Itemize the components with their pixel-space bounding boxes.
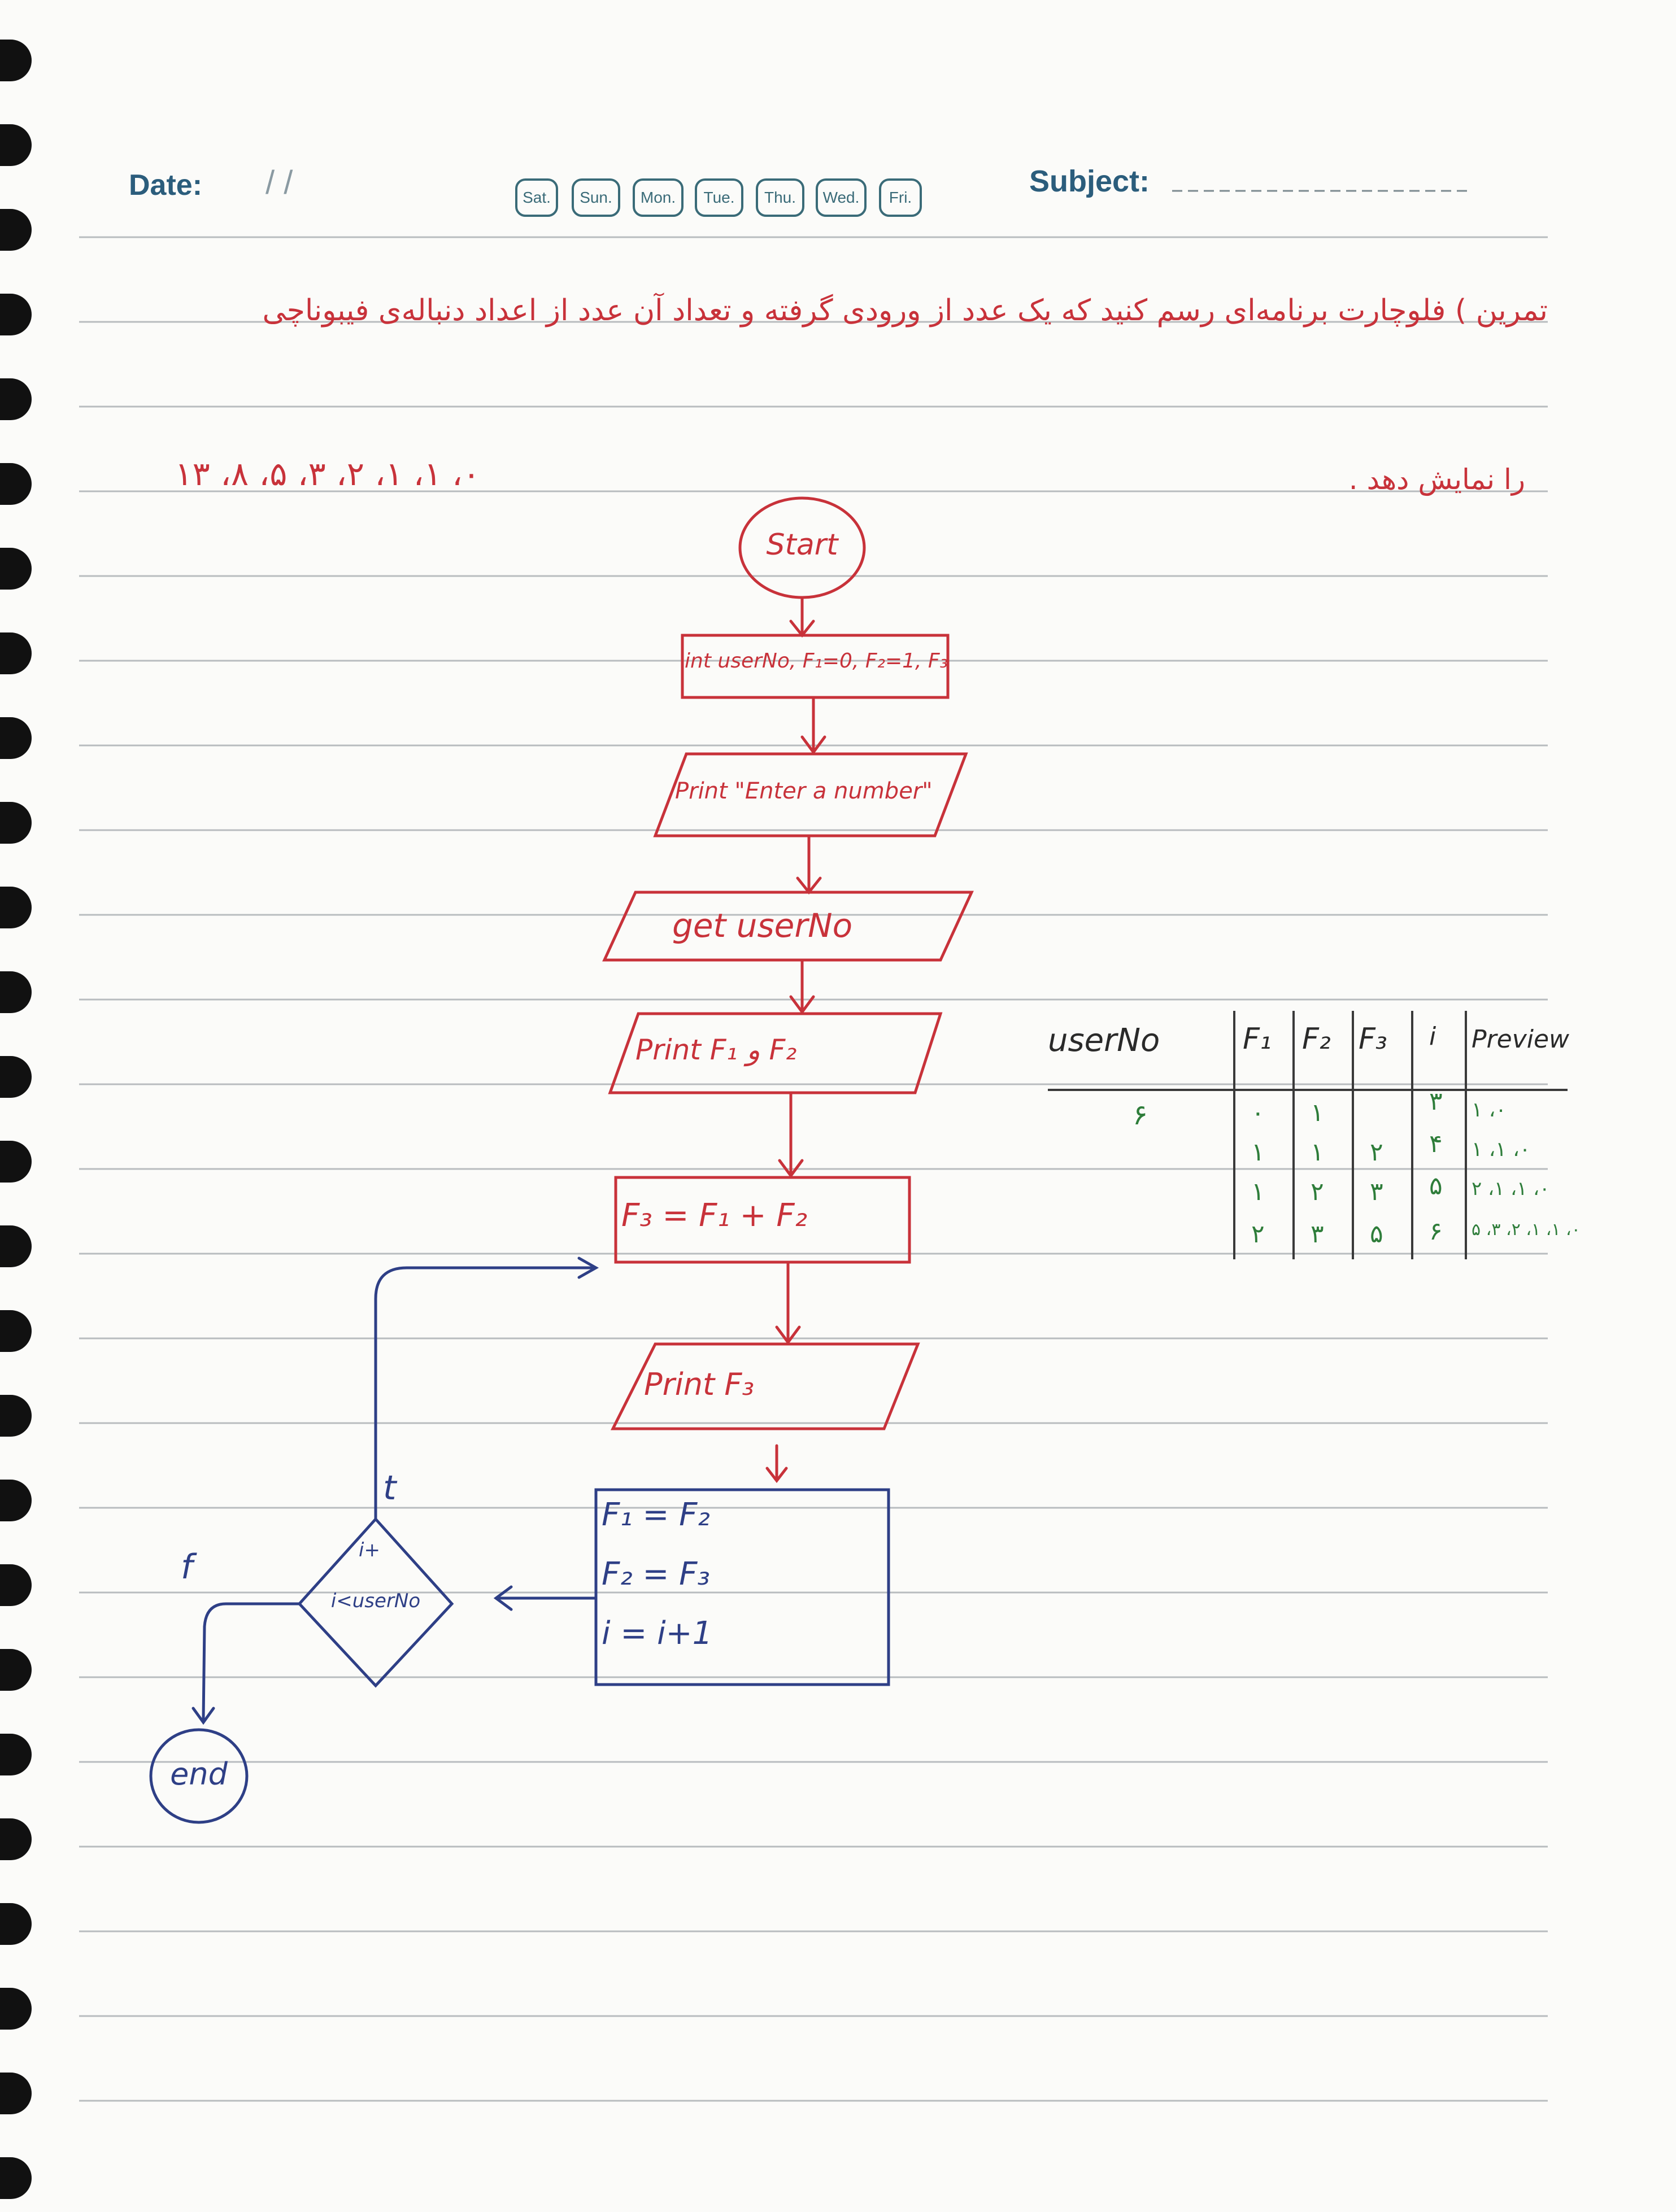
- trace-table-grid: [1048, 1011, 1568, 1259]
- print-f3-io: [610, 1342, 920, 1430]
- declare-box: [681, 634, 950, 699]
- problem-line-1: تمرین ) فلوچارت برنامه‌ای رسم کنید که یک…: [262, 294, 1548, 328]
- table-cell-userno: ۶: [1133, 1098, 1148, 1131]
- table-cell-preview: ۰، ۱، ۱: [1472, 1138, 1531, 1161]
- ruled-lines: [79, 190, 1548, 2102]
- table-header-f3: F₃: [1359, 1022, 1387, 1056]
- update-f2-label: F₂ = F₃: [602, 1556, 710, 1593]
- day-sun: Sun.: [572, 178, 620, 217]
- problem-line-2: را نمایش دهد .: [1348, 463, 1525, 496]
- table-header-userno: userNo: [1048, 1022, 1160, 1059]
- day-sat: Sat.: [515, 178, 558, 217]
- false-branch-label: f: [181, 1547, 193, 1587]
- table-cell-f2: ۱: [1311, 1098, 1324, 1127]
- table-cell-f2: ۲: [1311, 1177, 1324, 1206]
- table-cell-f1: ۰: [1251, 1098, 1265, 1127]
- table-cell-i: ۵: [1429, 1172, 1443, 1201]
- true-branch-line: [374, 1266, 595, 1521]
- table-cell-f1: ۲: [1251, 1220, 1265, 1249]
- loop-decision: [297, 1517, 454, 1688]
- day-fri: Fri.: [879, 178, 922, 217]
- end-label: end: [170, 1756, 228, 1792]
- table-cell-preview: ۰، ۱، ۱، ۲: [1472, 1177, 1550, 1200]
- day-mon: Mon.: [633, 178, 684, 217]
- start-label: Start: [766, 528, 838, 562]
- compute-box: [614, 1176, 911, 1264]
- compute-label: F₃ = F₁ + F₂: [621, 1197, 808, 1234]
- table-cell-i: ۴: [1429, 1129, 1443, 1158]
- table-cell-preview: ۰، ۱، ۱، ۲، ۳، ۵: [1472, 1220, 1581, 1240]
- table-cell-f2: ۳: [1311, 1220, 1324, 1249]
- print-initial-io: [608, 1012, 943, 1094]
- table-cell-f1: ۱: [1251, 1138, 1265, 1167]
- table-cell-f2: ۱: [1311, 1138, 1324, 1167]
- table-header-preview: Preview: [1472, 1025, 1570, 1054]
- date-label: Date:: [129, 169, 203, 202]
- decision-label: i<userNo: [330, 1590, 421, 1612]
- update-i-label: i = i+1: [602, 1615, 713, 1652]
- table-cell-i: ۶: [1429, 1217, 1443, 1246]
- day-thu: Thu.: [756, 178, 804, 217]
- table-cell-preview: ۰، ۱: [1472, 1098, 1507, 1122]
- update-f1-label: F₁ = F₂: [602, 1497, 710, 1533]
- day-tue: Tue.: [695, 178, 743, 217]
- print-f3-label: Print F₃: [644, 1367, 755, 1402]
- table-cell-f1: ۱: [1251, 1177, 1265, 1206]
- table-header-f1: F₁: [1243, 1022, 1272, 1056]
- table-cell-f3: ۵: [1370, 1220, 1383, 1249]
- false-branch-line: [202, 1602, 301, 1721]
- input-label: get userNo: [672, 906, 853, 945]
- decision-top-label: i+: [359, 1539, 380, 1561]
- fibonacci-sequence: ۰، ۱، ۱، ۲، ۳، ۵، ۸، ۱۳: [175, 455, 481, 493]
- table-cell-f3: ۳: [1370, 1177, 1383, 1206]
- table-cell-f3: ۲: [1370, 1138, 1383, 1167]
- end-terminal: [149, 1728, 249, 1824]
- input-io: [602, 891, 974, 962]
- update-box: [594, 1488, 890, 1686]
- day-wed: Wed.: [816, 178, 867, 217]
- table-header-i: i: [1429, 1022, 1436, 1051]
- date-value: / /: [265, 164, 293, 201]
- prompt-io: [653, 752, 968, 837]
- print-initial-label: Print F₁ و F₂: [635, 1033, 797, 1066]
- declare-label: int userNo, F₁=0, F₂=1, F₃: [685, 649, 948, 673]
- true-branch-label: t: [383, 1468, 397, 1508]
- table-cell-i: ۳: [1429, 1087, 1443, 1116]
- prompt-label: Print "Enter a number": [675, 778, 933, 804]
- subject-label: Subject:: [1029, 164, 1150, 198]
- table-header-f2: F₂: [1302, 1022, 1331, 1056]
